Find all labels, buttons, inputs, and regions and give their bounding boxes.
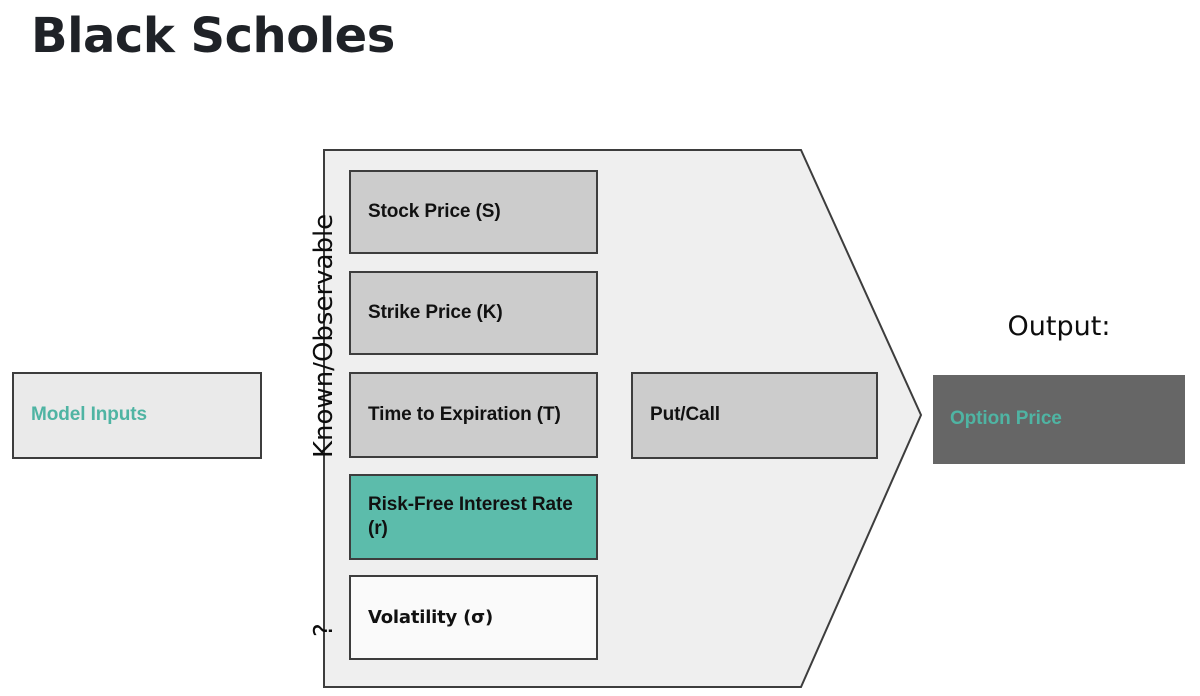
option-type-box-put-call[interactable]: Put/Call <box>631 372 878 459</box>
model-inputs-box[interactable]: Model Inputs <box>12 372 262 459</box>
input-box-time-to-expiration[interactable]: Time to Expiration (T) <box>349 372 598 458</box>
strike-price-label: Strike Price (K) <box>368 301 503 323</box>
input-box-risk-free-rate[interactable]: Risk-Free Interest Rate (r) <box>349 474 598 560</box>
risk-free-rate-label: Risk-Free Interest Rate (r) <box>368 493 573 539</box>
option-price-label: Option Price <box>950 408 1062 430</box>
input-box-strike-price[interactable]: Strike Price (K) <box>349 271 598 355</box>
known-observable-axis-label: Known/Observable <box>309 213 339 458</box>
output-caption: Output: <box>1007 311 1111 342</box>
page-title: Black Scholes <box>31 8 395 64</box>
time-to-expiration-label: Time to Expiration (T) <box>368 403 561 425</box>
put-call-label: Put/Call <box>650 404 720 426</box>
unknown-question-mark-label: ? <box>309 623 339 637</box>
output-box-option-price[interactable]: Option Price <box>933 375 1185 464</box>
input-box-stock-price[interactable]: Stock Price (S) <box>349 170 598 254</box>
volatility-label: Volatility (σ) <box>368 606 494 628</box>
input-box-volatility[interactable]: Volatility (σ) <box>349 575 598 660</box>
stock-price-label: Stock Price (S) <box>368 200 501 222</box>
model-inputs-label: Model Inputs <box>31 404 147 426</box>
